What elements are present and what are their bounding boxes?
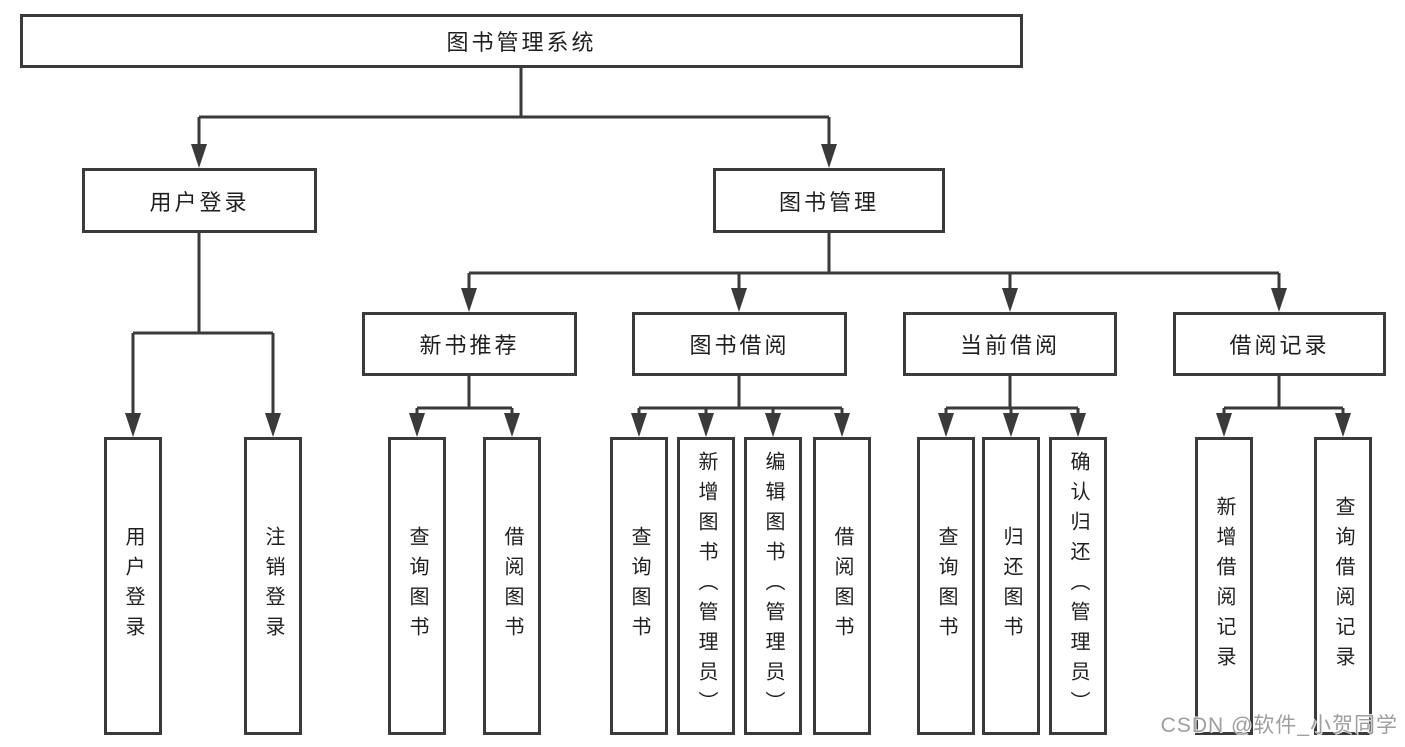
connector-new-books-to-leaves bbox=[409, 376, 520, 437]
leaf-user-login: 用户登录 bbox=[104, 437, 162, 735]
arrowhead bbox=[834, 413, 850, 437]
connector-root-to-level2 bbox=[191, 68, 837, 168]
node-borrow-records-label: 借阅记录 bbox=[1229, 333, 1330, 358]
arrowhead bbox=[938, 413, 954, 437]
leaf-current-confirm-return-admin: 确认归还（管理员） bbox=[1049, 437, 1107, 735]
leaf-current-query-books: 查询图书 bbox=[917, 437, 975, 735]
arrowhead bbox=[265, 413, 281, 437]
connector-book-borrow-to-leaves bbox=[631, 376, 850, 437]
node-new-book-recommend-label: 新书推荐 bbox=[419, 333, 520, 358]
leaf-borrow-borrow-books-label: 借阅图书 bbox=[831, 526, 853, 646]
leaf-records-query-record-label: 查询借阅记录 bbox=[1332, 496, 1354, 676]
connector-current-borrow-to-leaves bbox=[938, 376, 1086, 437]
leaf-newbooks-borrow-books-label: 借阅图书 bbox=[501, 526, 523, 646]
leaf-borrow-query-books-label: 查询图书 bbox=[628, 526, 650, 646]
leaf-borrow-add-books-admin: 新增图书（管理员） bbox=[677, 437, 735, 735]
leaf-logout: 注销登录 bbox=[244, 437, 302, 735]
leaf-current-query-books-label: 查询图书 bbox=[935, 526, 957, 646]
connector-book-management-to-level3 bbox=[461, 233, 1287, 312]
leaf-current-return-books-label: 归还图书 bbox=[1000, 526, 1022, 646]
node-current-borrow-label: 当前借阅 bbox=[959, 333, 1060, 358]
arrowhead bbox=[821, 144, 837, 168]
leaf-records-add-record-label: 新增借阅记录 bbox=[1213, 496, 1235, 676]
arrowhead bbox=[461, 288, 477, 312]
arrowhead bbox=[731, 288, 747, 312]
arrowhead bbox=[1003, 413, 1019, 437]
arrowhead bbox=[504, 413, 520, 437]
arrowhead bbox=[409, 413, 425, 437]
node-new-book-recommend: 新书推荐 bbox=[362, 312, 577, 376]
arrowhead bbox=[125, 413, 141, 437]
arrowhead bbox=[1002, 288, 1018, 312]
watermark: CSDN @软件_小贺同学 bbox=[1160, 714, 1398, 737]
leaf-borrow-query-books: 查询图书 bbox=[610, 437, 668, 735]
arrowhead bbox=[1335, 413, 1351, 437]
connector-user-login-to-leaves bbox=[125, 233, 281, 437]
leaf-borrow-borrow-books: 借阅图书 bbox=[813, 437, 871, 735]
leaf-logout-label: 注销登录 bbox=[262, 526, 284, 646]
leaf-user-login-label: 用户登录 bbox=[122, 526, 144, 646]
node-book-borrow: 图书借阅 bbox=[632, 312, 847, 376]
arrowhead bbox=[1216, 413, 1232, 437]
node-root-label: 图书管理系统 bbox=[446, 30, 597, 55]
connector-borrow-records-to-leaves bbox=[1216, 376, 1351, 437]
arrowhead bbox=[765, 413, 781, 437]
node-book-management: 图书管理 bbox=[713, 168, 945, 233]
leaf-newbooks-borrow-books: 借阅图书 bbox=[483, 437, 541, 735]
leaf-current-confirm-return-admin-label: 确认归还（管理员） bbox=[1067, 451, 1089, 721]
leaf-records-query-record: 查询借阅记录 bbox=[1314, 437, 1372, 735]
node-current-borrow: 当前借阅 bbox=[903, 312, 1117, 376]
node-user-login: 用户登录 bbox=[82, 168, 317, 233]
node-root: 图书管理系统 bbox=[20, 14, 1023, 68]
leaf-borrow-edit-books-admin: 编辑图书（管理员） bbox=[744, 437, 802, 735]
arrowhead bbox=[698, 413, 714, 437]
arrowhead bbox=[631, 413, 647, 437]
leaf-newbooks-query-books-label: 查询图书 bbox=[406, 526, 428, 646]
node-borrow-records: 借阅记录 bbox=[1173, 312, 1386, 376]
node-book-management-label: 图书管理 bbox=[778, 189, 879, 215]
leaf-borrow-edit-books-admin-label: 编辑图书（管理员） bbox=[762, 451, 784, 721]
leaf-newbooks-query-books: 查询图书 bbox=[388, 437, 446, 735]
arrowhead bbox=[1070, 413, 1086, 437]
leaf-current-return-books: 归还图书 bbox=[982, 437, 1040, 735]
node-user-login-label: 用户登录 bbox=[149, 189, 250, 215]
node-book-borrow-label: 图书借阅 bbox=[689, 333, 790, 358]
arrowhead bbox=[1271, 288, 1287, 312]
leaf-records-add-record: 新增借阅记录 bbox=[1195, 437, 1253, 735]
leaf-borrow-add-books-admin-label: 新增图书（管理员） bbox=[695, 451, 717, 721]
arrowhead bbox=[191, 144, 207, 168]
